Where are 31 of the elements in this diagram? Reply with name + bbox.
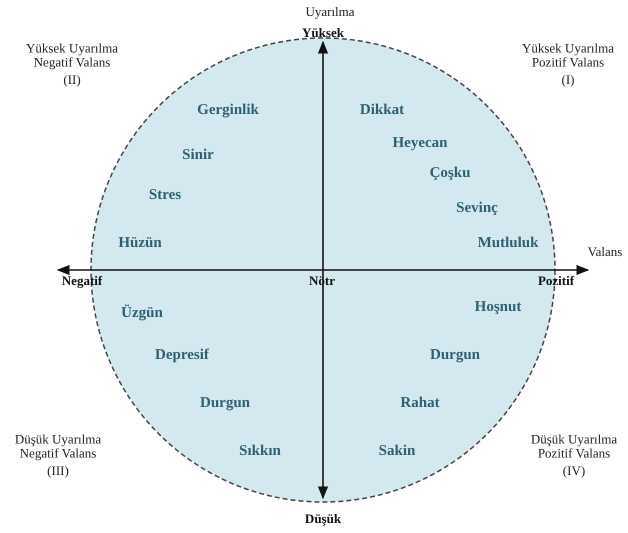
quadrant-label: Yüksek Uyarılma Pozitif Valans: [520, 42, 616, 70]
emotion-label: Çoşku: [430, 164, 470, 182]
quadrant-label: Yüksek Uyarılma Negatif Valans: [24, 42, 120, 70]
emotion-label: Dikkat: [360, 102, 404, 118]
axis-end-label: Pozitif: [538, 274, 574, 288]
emotion-label: Gerginlik: [197, 102, 259, 118]
emotion-label: Mutluluk: [478, 234, 538, 252]
axis-title: Valans: [588, 244, 622, 260]
quadrant-number: (III): [47, 464, 69, 478]
quadrant-number: (I): [562, 72, 574, 88]
quadrant-label: Düşük Uyarılma Negatif Valans: [14, 432, 102, 462]
emotion-label: Sakin: [378, 442, 416, 460]
quadrant-number: (II): [63, 72, 81, 88]
emotion-label: Rahat: [400, 394, 440, 412]
emotion-label: Hoşnut: [474, 298, 522, 316]
emotion-label: Sıkkın: [239, 442, 281, 460]
axis-title: Uyarılma: [305, 4, 355, 20]
emotion-label: Durgun: [200, 394, 250, 412]
emotion-label: Heyecan: [392, 134, 448, 152]
emotion-label: Durgun: [430, 346, 480, 364]
axis-end-label: Negatif: [62, 274, 102, 288]
emotion-label: Sinir: [182, 146, 214, 164]
quadrant-label: Düşük Uyarılma Pozitif Valans: [530, 432, 618, 462]
emotion-label: Üzgün: [121, 304, 163, 322]
quadrant-number: (IV): [562, 464, 586, 478]
emotion-label: Hüzün: [118, 234, 162, 252]
emotion-label: Stres: [148, 186, 182, 204]
emotion-label: Depresif: [155, 346, 209, 364]
axis-end-label: Düşük: [304, 512, 342, 526]
axis-end-label: Yüksek: [302, 26, 344, 40]
emotion-label: Sevinç: [456, 200, 498, 216]
